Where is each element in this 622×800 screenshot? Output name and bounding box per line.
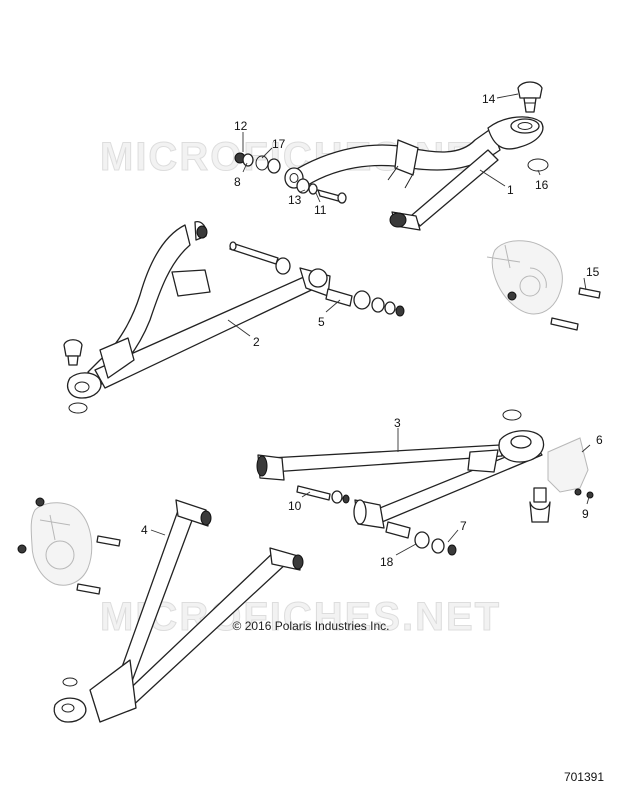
screw-9a <box>574 488 582 496</box>
ball-joint-upper-right <box>517 81 543 113</box>
upper-a-arm-left <box>67 221 331 399</box>
callout-9: 9 <box>582 507 589 521</box>
hardware-lower <box>296 485 457 556</box>
ball-joint-lower-right <box>529 487 551 523</box>
callout-15: 15 <box>586 265 600 279</box>
retaining-ring-16 <box>527 158 549 172</box>
callout-7: 7 <box>460 519 467 533</box>
copyright-notice: © 2016 Polaris Industries Inc. <box>232 619 390 633</box>
callout-13: 13 <box>288 193 302 207</box>
callout-8: 8 <box>234 175 241 189</box>
upper-a-arm-right <box>284 116 544 231</box>
screw-9b <box>586 491 594 499</box>
knuckle-right-reference <box>486 240 563 315</box>
callout-16: 16 <box>535 178 549 192</box>
lower-a-arm-right <box>256 430 545 529</box>
watermark-bottom: MICROFICHES.NET <box>100 595 501 639</box>
callout-3: 3 <box>394 416 401 430</box>
knuckle-bolts-15 <box>507 287 601 331</box>
retaining-ring-lower-right <box>502 409 522 421</box>
knuckle-left-reference <box>30 502 93 586</box>
leader-lines <box>150 93 591 556</box>
callout-4: 4 <box>141 523 148 537</box>
retaining-ring-left <box>68 402 88 414</box>
document-number: 701391 <box>563 770 604 784</box>
bushing-set-5 <box>325 288 405 317</box>
callout-5: 5 <box>318 315 325 329</box>
callout-10: 10 <box>288 499 302 513</box>
callout-1: 1 <box>507 183 514 197</box>
callout-6: 6 <box>596 433 603 447</box>
callout-18: 18 <box>380 555 394 569</box>
hardware-upper <box>234 152 347 204</box>
skid-plate-6 <box>547 437 589 493</box>
knuckle-bolts-left <box>17 497 121 595</box>
callout-2: 2 <box>253 335 260 349</box>
callout-labels: 14 12 17 8 13 11 16 1 15 5 2 3 6 9 10 7 … <box>141 92 603 569</box>
lower-a-arm-left <box>53 499 304 723</box>
callout-14: 14 <box>482 92 496 106</box>
callout-12: 12 <box>234 119 248 133</box>
callout-11: 11 <box>314 203 327 217</box>
callout-17: 17 <box>272 137 286 151</box>
ball-joint-upper-left <box>63 339 83 366</box>
retaining-ring-lower-left <box>62 677 78 687</box>
